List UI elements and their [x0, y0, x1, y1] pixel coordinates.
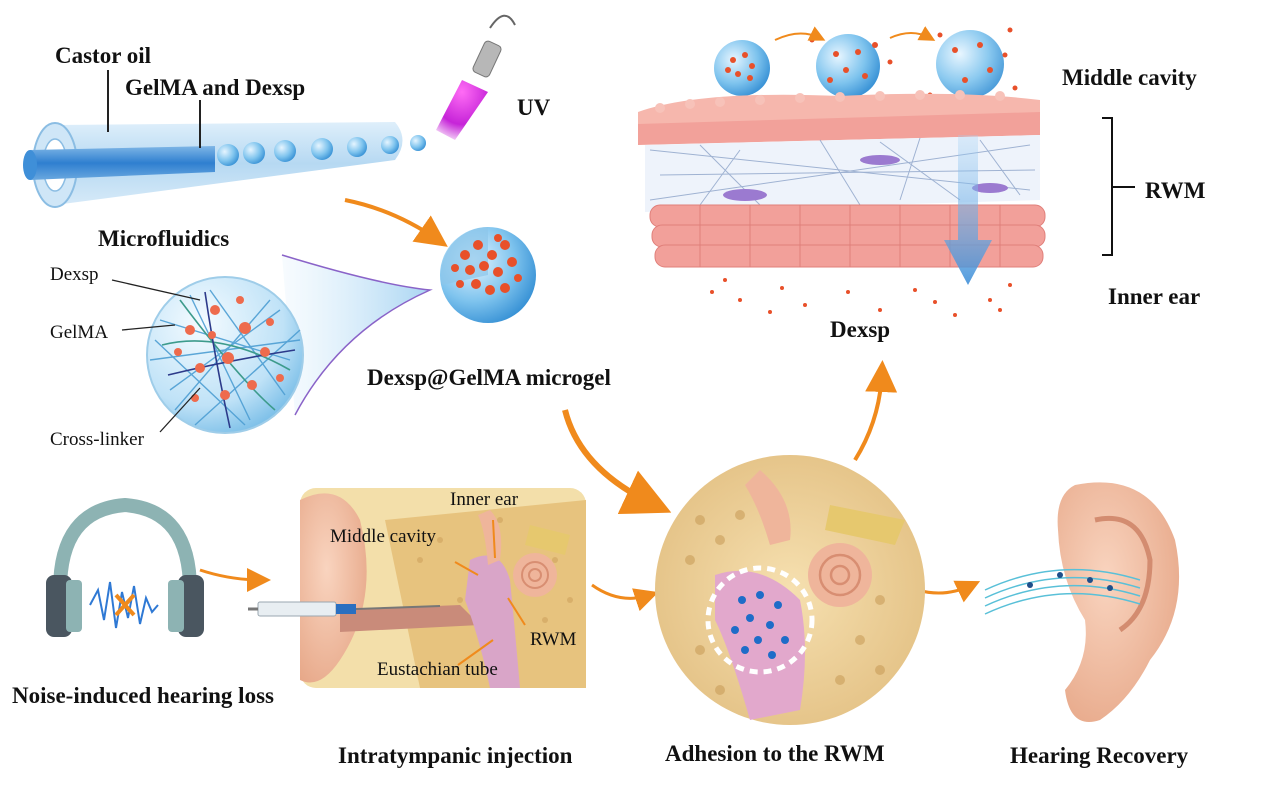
- noise-hearing-loss-label: Noise-induced hearing loss: [12, 683, 274, 708]
- adhesion-rwm-label: Adhesion to the RWM: [665, 741, 885, 766]
- microgel-zoom-cone: [281, 254, 433, 416]
- music-notes-icon: [984, 568, 1141, 615]
- headphones-icon: [46, 497, 204, 637]
- rwm-label: RWM: [1145, 178, 1206, 203]
- anatomy-inner-ear-label: Inner ear: [450, 489, 519, 510]
- ear-anatomy-illustration: [248, 488, 586, 688]
- cross-linker-label: Cross-linker: [50, 429, 144, 450]
- gelma-dexsp-label: GelMA and Dexsp: [125, 75, 306, 100]
- uv-lamp: [436, 14, 516, 140]
- microfluidic-chip: [23, 70, 426, 208]
- inner-ear-label: Inner ear: [1108, 284, 1201, 309]
- droplets: [217, 135, 426, 166]
- adhesion-zoom: [655, 455, 925, 725]
- microgel-title: Dexsp@GelMA microgel: [367, 365, 611, 390]
- microgel-ball: [440, 227, 536, 323]
- degrading-microgels: [714, 26, 1018, 98]
- microfluidics-title: Microfluidics: [98, 226, 230, 251]
- anatomy-eustachian-tube-label: Eustachian tube: [377, 659, 498, 680]
- dexsp-release-label: Dexsp: [830, 317, 891, 342]
- intratympanic-injection-label: Intratympanic injection: [338, 743, 573, 768]
- castor-oil-label: Castor oil: [55, 43, 152, 68]
- gelma-component-label: GelMA: [50, 322, 109, 343]
- uv-label: UV: [517, 95, 551, 120]
- dexsp-component-label: Dexsp: [50, 264, 99, 285]
- healthy-ear: [984, 482, 1180, 722]
- middle-cavity-label: Middle cavity: [1062, 65, 1197, 90]
- anatomy-rwm-label: RWM: [530, 629, 577, 650]
- membrane-illustration: [638, 26, 1135, 317]
- anatomy-middle-cavity-label: Middle cavity: [330, 526, 437, 547]
- microgel-cross-section: [111, 276, 304, 434]
- hearing-recovery-label: Hearing Recovery: [1010, 743, 1189, 768]
